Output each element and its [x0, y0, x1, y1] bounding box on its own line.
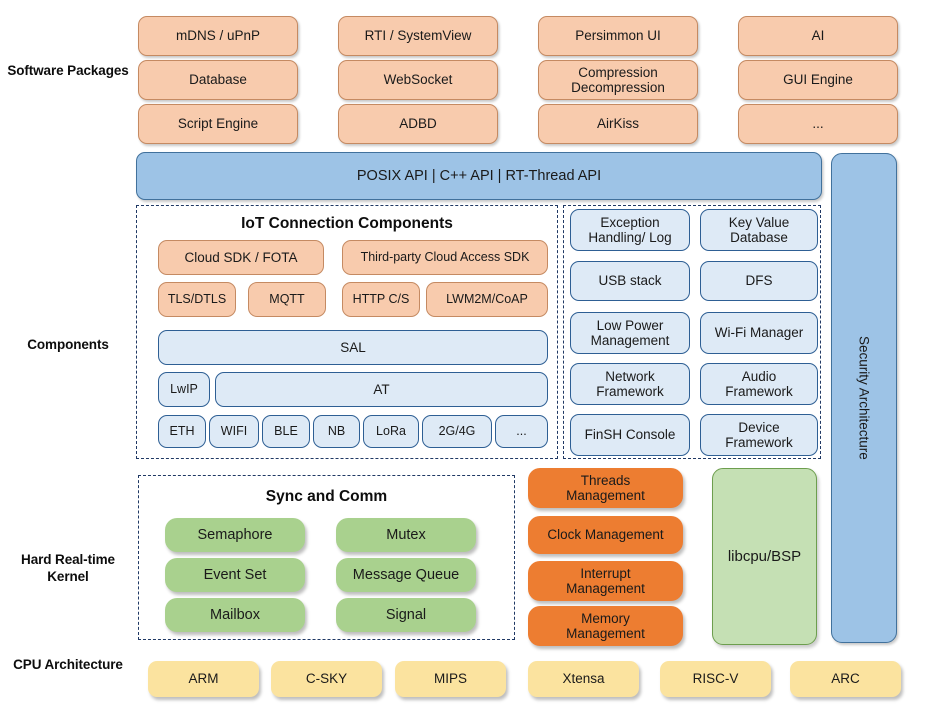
package-box[interactable]: mDNS / uPnP [138, 16, 298, 56]
iot-link-box[interactable]: WIFI [209, 415, 259, 448]
sync-and-comm-group [138, 475, 515, 640]
package-box[interactable]: Compression Decompression [538, 60, 698, 100]
row-label-cpu: CPU Architecture [13, 657, 123, 672]
security-architecture-bar[interactable]: Security Architecture [831, 153, 897, 643]
iot-connection-group [136, 205, 558, 459]
components-group [563, 205, 821, 459]
iot-cloud-sdk-box[interactable]: Cloud SDK / FOTA [158, 240, 324, 275]
package-box[interactable]: GUI Engine [738, 60, 898, 100]
iot-protocol-box[interactable]: HTTP C/S [342, 282, 420, 317]
iot-sal-box[interactable]: SAL [158, 330, 548, 365]
libcpu-bsp-box[interactable]: libcpu/BSP [712, 468, 817, 645]
row-label-software-packages: Software Packages [7, 63, 129, 78]
api-bar[interactable]: POSIX API | C++ API | RT-Thread API [136, 152, 822, 200]
kernel-service-box[interactable]: Clock Management [528, 516, 683, 554]
iot-link-box[interactable]: ETH [158, 415, 206, 448]
package-box[interactable]: AirKiss [538, 104, 698, 144]
kernel-service-box[interactable]: Threads Management [528, 468, 683, 508]
sync-box[interactable]: Mutex [336, 518, 476, 552]
sync-box[interactable]: Mailbox [165, 598, 305, 632]
cpu-arch-box[interactable]: ARM [148, 661, 259, 697]
component-box[interactable]: Low Power Management [570, 312, 690, 354]
row-label-kernel: Hard Real-time Kernel [21, 552, 115, 585]
component-box[interactable]: Audio Framework [700, 363, 818, 405]
iot-at-box[interactable]: AT [215, 372, 548, 407]
sync-box[interactable]: Event Set [165, 558, 305, 592]
iot-lwip-box[interactable]: LwIP [158, 372, 210, 407]
sync-and-comm-title: Sync and Comm [265, 488, 388, 505]
component-box[interactable]: Exception Handling/ Log [570, 209, 690, 251]
package-box[interactable]: Script Engine [138, 104, 298, 144]
cpu-arch-box[interactable]: ARC [790, 661, 901, 697]
component-box[interactable]: FinSH Console [570, 414, 690, 456]
component-box[interactable]: Wi-Fi Manager [700, 312, 818, 354]
security-architecture-label: Security Architecture [856, 336, 872, 460]
iot-link-box[interactable]: BLE [262, 415, 310, 448]
package-box[interactable]: Persimmon UI [538, 16, 698, 56]
sync-box[interactable]: Message Queue [336, 558, 476, 592]
component-box[interactable]: Device Framework [700, 414, 818, 456]
iot-link-box[interactable]: NB [313, 415, 360, 448]
row-label-components: Components [27, 337, 109, 352]
kernel-service-box[interactable]: Interrupt Management [528, 561, 683, 601]
iot-link-box[interactable]: 2G/4G [422, 415, 492, 448]
iot-thirdparty-cloud-box[interactable]: Third-party Cloud Access SDK [342, 240, 548, 275]
iot-link-box[interactable]: ... [495, 415, 548, 448]
package-box[interactable]: Database [138, 60, 298, 100]
cpu-arch-box[interactable]: RISC-V [660, 661, 771, 697]
cpu-arch-box[interactable]: MIPS [395, 661, 506, 697]
component-box[interactable]: DFS [700, 261, 818, 301]
iot-protocol-box[interactable]: LWM2M/CoAP [426, 282, 548, 317]
cpu-arch-box[interactable]: C-SKY [271, 661, 382, 697]
package-box[interactable]: AI [738, 16, 898, 56]
iot-protocol-box[interactable]: TLS/DTLS [158, 282, 236, 317]
component-box[interactable]: Network Framework [570, 363, 690, 405]
component-box[interactable]: Key Value Database [700, 209, 818, 251]
package-box[interactable]: ... [738, 104, 898, 144]
component-box[interactable]: USB stack [570, 261, 690, 301]
sync-box[interactable]: Signal [336, 598, 476, 632]
kernel-service-box[interactable]: Memory Management [528, 606, 683, 646]
cpu-arch-box[interactable]: Xtensa [528, 661, 639, 697]
iot-link-box[interactable]: LoRa [363, 415, 419, 448]
package-box[interactable]: ADBD [338, 104, 498, 144]
sync-box[interactable]: Semaphore [165, 518, 305, 552]
package-box[interactable]: RTI / SystemView [338, 16, 498, 56]
iot-protocol-box[interactable]: MQTT [248, 282, 326, 317]
package-box[interactable]: WebSocket [338, 60, 498, 100]
iot-connection-title: IoT Connection Components [241, 215, 453, 232]
